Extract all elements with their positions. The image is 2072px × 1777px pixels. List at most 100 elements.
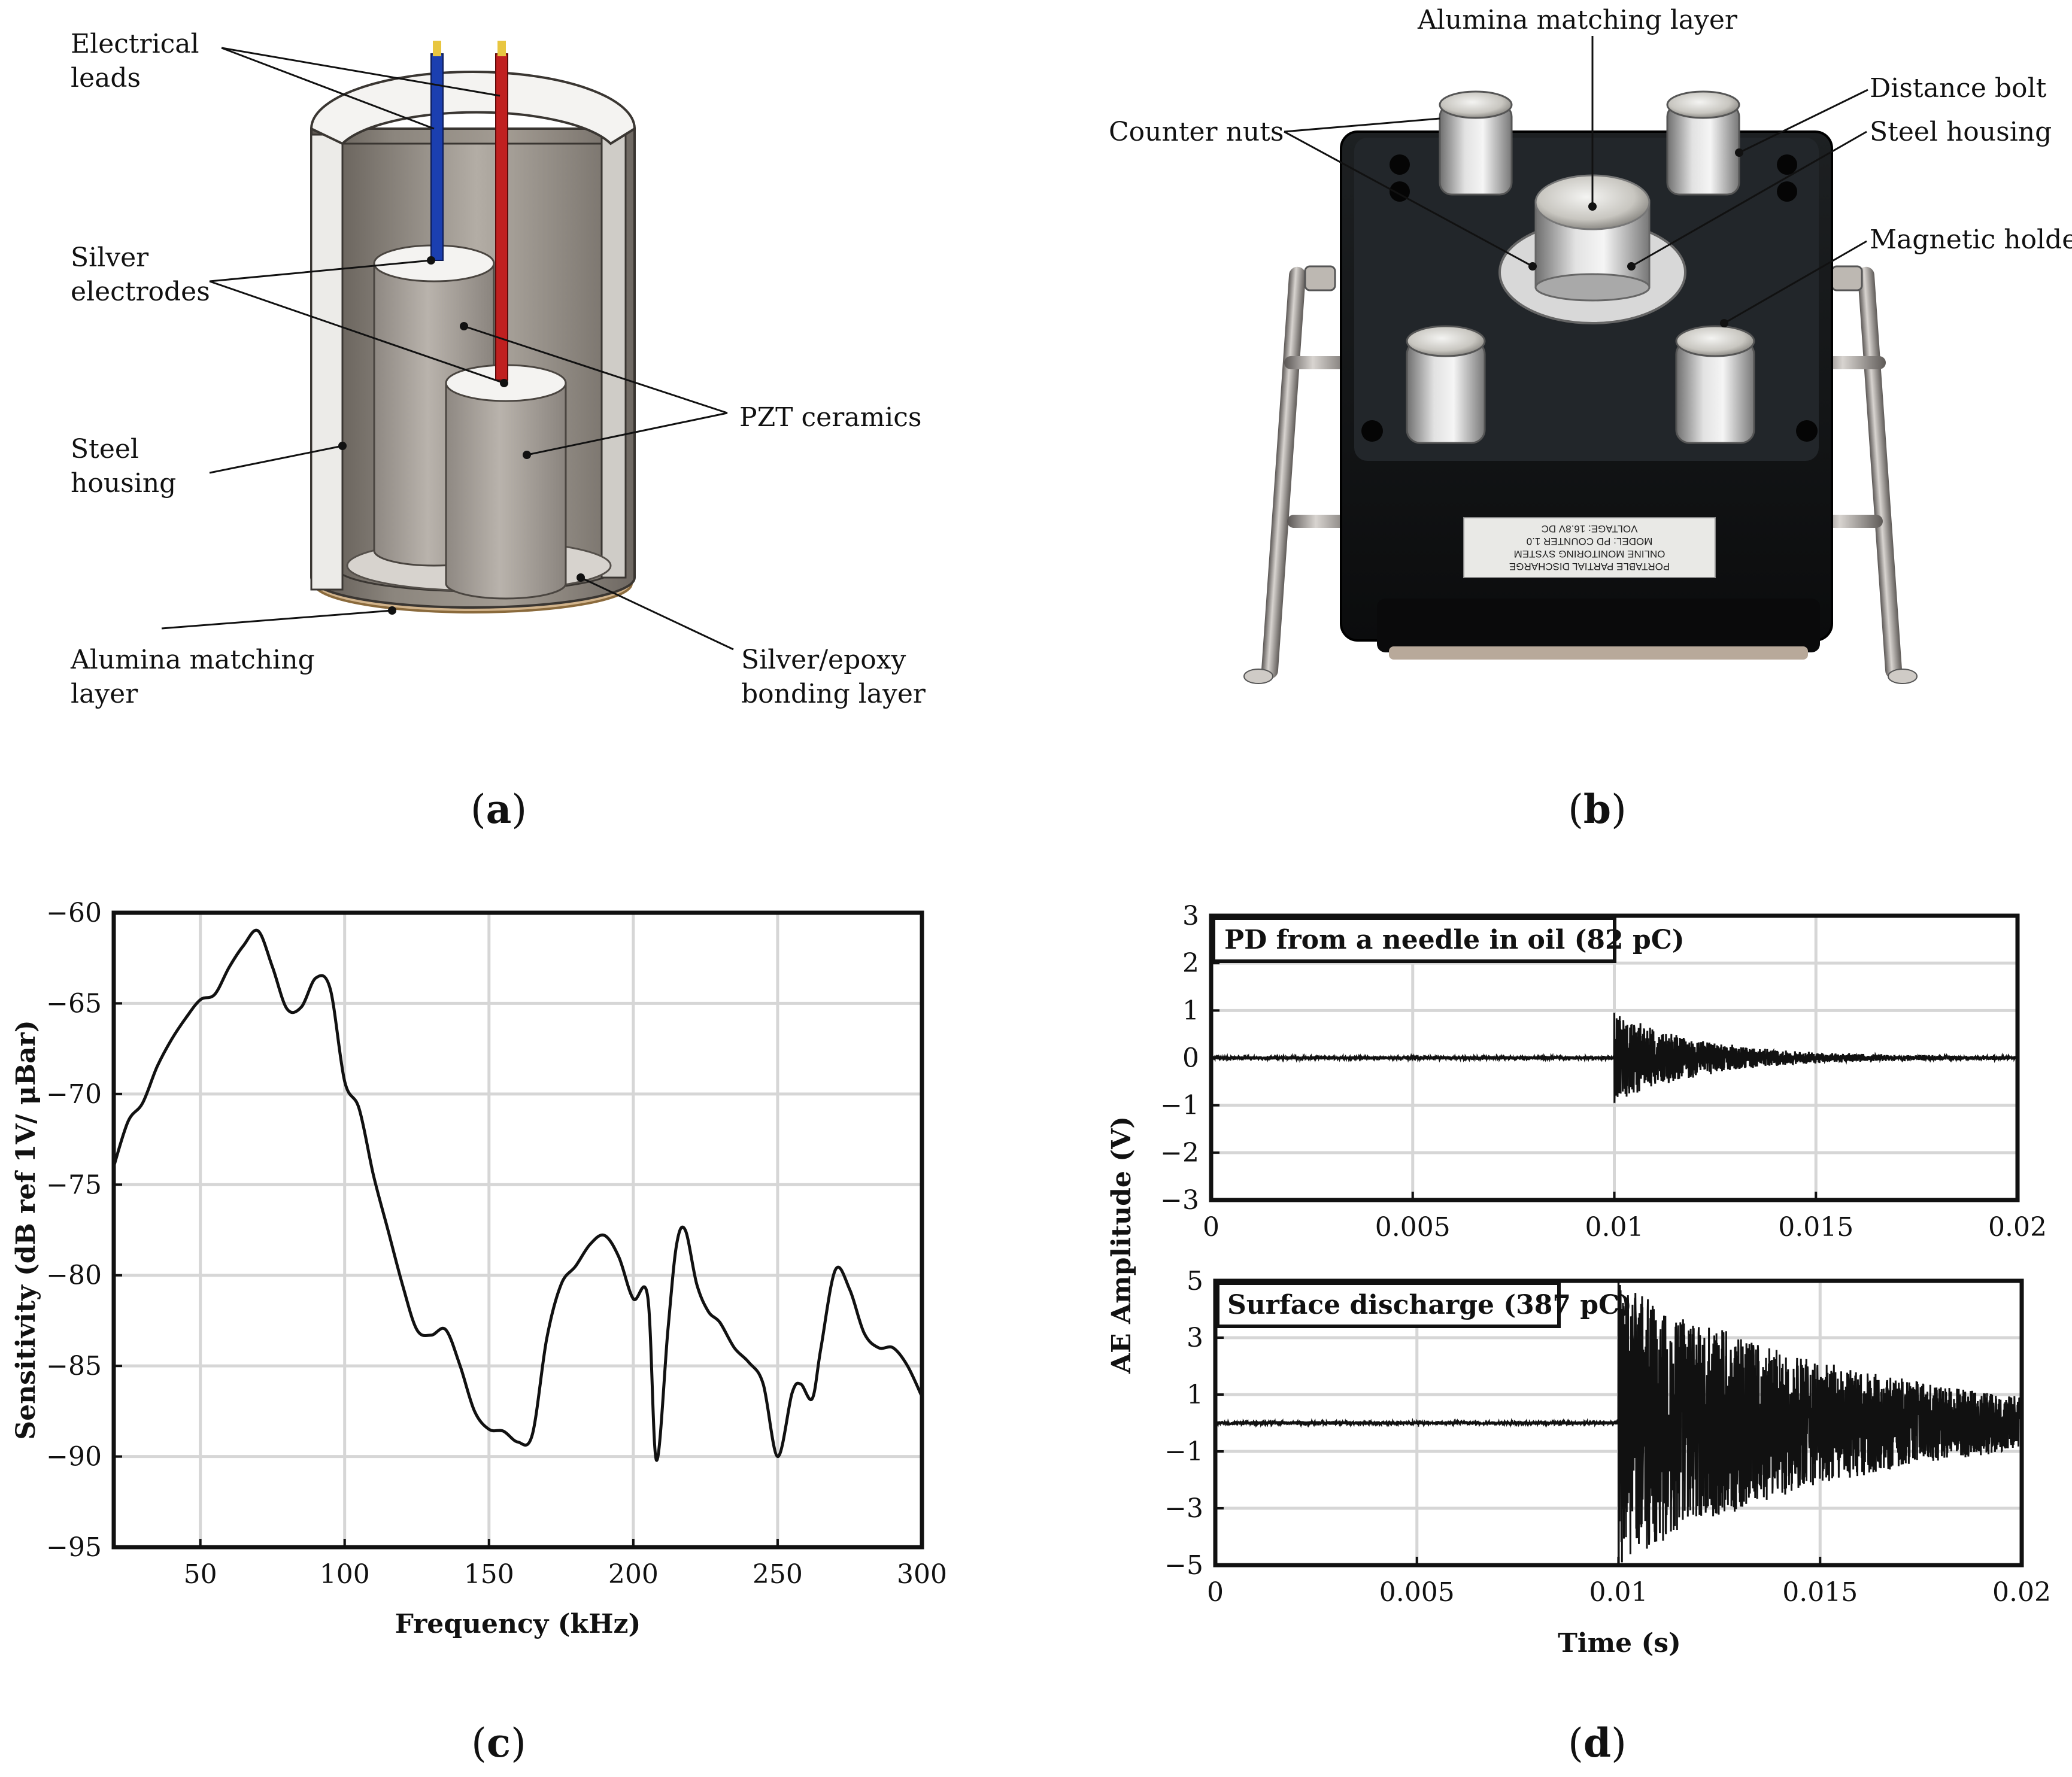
- red-lead: [495, 53, 508, 381]
- x-tick-label: 150: [464, 1559, 514, 1590]
- y-tick-label: −1: [1160, 1090, 1199, 1121]
- bolt-bottom-right: [1675, 325, 1755, 444]
- leader-steel-housing: [209, 445, 343, 474]
- leader-dot: [1528, 262, 1537, 271]
- leader-dot: [1735, 148, 1743, 157]
- chart-d-y-label: AE Amplitude (V): [1106, 1116, 1137, 1374]
- x-tick-label: 200: [608, 1559, 659, 1590]
- leader-dot: [388, 606, 396, 615]
- caption-b: (b): [1568, 786, 1627, 833]
- caption-d: (d): [1568, 1720, 1627, 1766]
- leader-dot: [1627, 262, 1636, 271]
- y-tick-label: −5: [1164, 1550, 1203, 1581]
- label-alumina-1: Alumina matching: [70, 645, 315, 675]
- leader-dot: [577, 573, 585, 582]
- leader-dot: [1720, 319, 1728, 327]
- connector-right: [1831, 265, 1863, 291]
- y-tick-label: −1: [1164, 1436, 1203, 1467]
- y-tick-label: −75: [46, 1170, 102, 1200]
- leader-counter-nuts: [1284, 117, 1533, 268]
- corner-hole: [1777, 181, 1797, 202]
- x-tick-label: 0.02: [1992, 1577, 2051, 1608]
- leader-dot: [460, 322, 468, 330]
- sensor-base: [1377, 599, 1820, 652]
- y-tick-label: −3: [1164, 1493, 1203, 1524]
- leader-pzt: [463, 325, 728, 456]
- x-tick-label: 300: [897, 1559, 947, 1590]
- rod-end: [1243, 669, 1273, 684]
- bolt-top-right: [1666, 90, 1740, 196]
- chart-c-x-label: Frequency (kHz): [395, 1609, 641, 1639]
- leader-dot: [523, 451, 531, 459]
- corner-hole: [1796, 420, 1818, 442]
- nameplate: [1463, 517, 1716, 578]
- x-tick-label: 0: [1203, 1212, 1219, 1243]
- x-tick-label: 0.02: [1988, 1212, 2047, 1243]
- handle-rod-right-vertical: [1857, 266, 1903, 679]
- label-alumina-2: layer: [71, 679, 138, 709]
- y-tick-label: 5: [1187, 1266, 1203, 1296]
- y-tick-label: −60: [46, 898, 102, 928]
- chart-c-sensitivity-line: [112, 928, 924, 1462]
- label-steel-housing-1: Steel: [71, 434, 139, 464]
- chart-c-frame: [111, 910, 924, 1550]
- label-bonding-2: bonding layer: [741, 679, 926, 709]
- nameplate-line-4: VOLTAGE: 16.8V DC: [1542, 523, 1638, 534]
- label-counter-nuts: Counter nuts: [1109, 117, 1284, 147]
- handle-rod-left-bar1: [1284, 356, 1356, 369]
- corner-hole: [1777, 154, 1797, 175]
- leader-distance-bolt: [1739, 89, 1868, 154]
- y-tick-label: 0: [1182, 1043, 1199, 1074]
- y-tick-label: 3: [1182, 901, 1199, 931]
- bolt-bottom-left: [1406, 325, 1486, 444]
- leader-magnetic-holder: [1724, 240, 1867, 324]
- chart-d-bottom-annotation: Surface discharge (387 pC): [1227, 1290, 1632, 1320]
- chart-c-y-ticks: −95−90−85−80−75−70−65−60: [46, 898, 122, 1563]
- leader-silver-electrodes: [209, 259, 505, 384]
- x-tick-label: 0.005: [1379, 1577, 1455, 1608]
- label-silver-electrodes-1: Silver: [71, 242, 149, 273]
- label-distance-bolt: Distance bolt: [1870, 73, 2047, 104]
- chart-d-top-annotation: PD from a needle in oil (82 pC): [1224, 925, 1685, 955]
- y-tick-label: −65: [46, 988, 102, 1019]
- y-tick-label: −85: [46, 1351, 102, 1381]
- y-tick-label: −70: [46, 1079, 102, 1110]
- label-pzt: PZT ceramics: [739, 402, 921, 433]
- label-magnetic-holder: Magnetic holder: [1870, 224, 2072, 255]
- panel-b-sensor-photo: PORTABLE PARTIAL DISCHARGE ONLINE MONITO…: [1109, 5, 2072, 833]
- nameplate-line-2: ONLINE MONITORING SYSTEM: [1514, 548, 1666, 560]
- x-tick-label: 0: [1207, 1577, 1224, 1608]
- leader-bonding: [580, 576, 734, 651]
- leader-steel-housing-b: [1631, 130, 1867, 268]
- label-electrical-leads-1: Electrical: [71, 29, 199, 59]
- leader-dot: [427, 256, 435, 265]
- chart-d-top-annotation-box: [1212, 916, 1616, 963]
- rod-end: [1888, 669, 1918, 684]
- housing-cut-face-right: [600, 133, 627, 579]
- y-tick-label: −3: [1160, 1185, 1199, 1216]
- label-alumina-b: Alumina matching layer: [1417, 5, 1738, 35]
- pzt-ceramic-front: [445, 382, 567, 600]
- caption-c: (c): [471, 1720, 526, 1766]
- center-housing-bottom: [1534, 273, 1651, 302]
- label-steel-housing-2: housing: [71, 468, 176, 499]
- x-tick-label: 100: [320, 1559, 370, 1590]
- chart-d-x-label: Time (s): [1558, 1628, 1681, 1658]
- y-tick-label: 2: [1182, 948, 1199, 979]
- x-tick-label: 0.015: [1778, 1212, 1853, 1243]
- handle-rod-left-vertical: [1261, 266, 1306, 679]
- caption-a: (a): [471, 786, 527, 833]
- bolt-top-left: [1439, 90, 1513, 196]
- y-tick-label: 3: [1187, 1323, 1203, 1353]
- blue-lead-tip: [433, 41, 441, 56]
- y-tick-label: −95: [46, 1532, 102, 1563]
- nameplate-line-3: MODEL: PD COUNTER 1.0: [1527, 536, 1653, 547]
- leader-alumina: [161, 609, 393, 630]
